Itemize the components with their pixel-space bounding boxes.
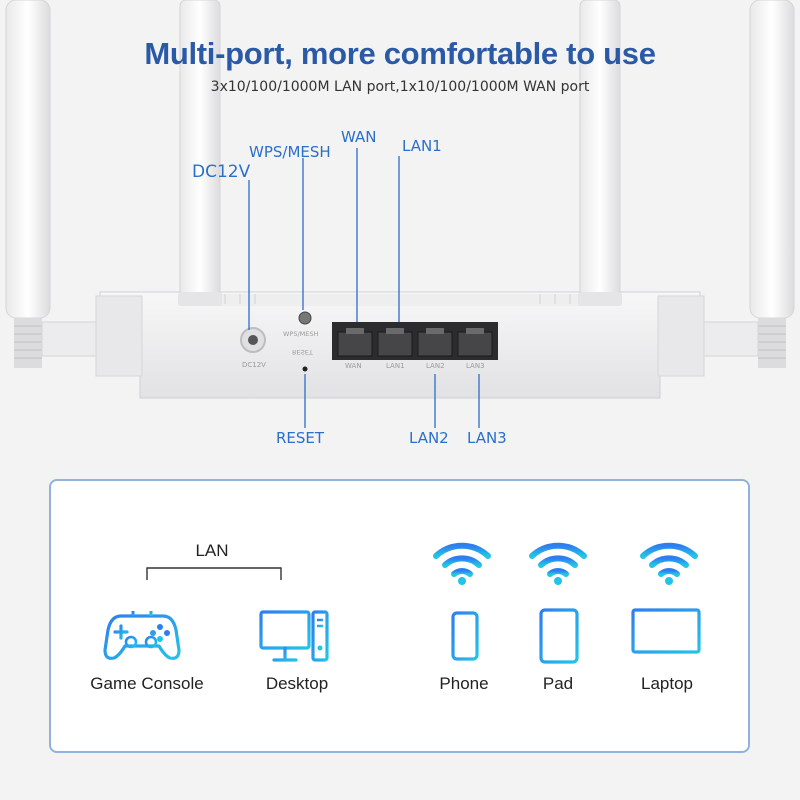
callout-wan: WAN <box>341 128 377 146</box>
desktop-icon <box>259 610 329 662</box>
wired-group-label: LAN <box>195 541 229 560</box>
router-illustration <box>5 0 795 428</box>
page-title: Multi-port, more comfortable to use <box>144 36 656 71</box>
tablet-icon <box>539 608 579 664</box>
phone-icon <box>451 611 479 661</box>
wifi-icon <box>433 542 491 585</box>
laptop-icon <box>623 608 709 660</box>
router-print-wan: WAN <box>345 362 362 370</box>
router-print-lan3: LAN3 <box>466 362 485 370</box>
gamepad-icon <box>103 611 181 660</box>
callout-reset: RESET <box>276 429 325 447</box>
device-label-game-console: Game Console <box>90 674 204 693</box>
device-label-desktop: Desktop <box>265 674 329 693</box>
antenna-right-inner <box>578 0 622 306</box>
router-print-lan1: LAN1 <box>386 362 405 370</box>
wifi-icon <box>529 542 587 585</box>
router-print-reset: RESET <box>292 348 313 356</box>
antenna-left-inner <box>178 0 222 306</box>
callout-wps-mesh: WPS/MESH <box>249 143 331 161</box>
callout-dc12v: DC12V <box>192 162 251 182</box>
router-print-wps: WPS/MESH <box>283 330 319 338</box>
callout-lan2: LAN2 <box>409 429 449 447</box>
callout-lan1: LAN1 <box>402 137 442 155</box>
wifi-icon <box>640 542 698 585</box>
device-label-pad: Pad <box>542 674 574 693</box>
device-label-laptop: Laptop <box>641 674 693 693</box>
callout-lan3: LAN3 <box>467 429 507 447</box>
page-subtitle: 3x10/100/1000M LAN port,1x10/100/1000M W… <box>210 79 590 95</box>
wired-bracket <box>146 567 282 580</box>
device-label-phone: Phone <box>439 674 489 693</box>
router-print-lan2: LAN2 <box>426 362 445 370</box>
antenna-left-outer <box>5 0 101 368</box>
router-print-dc: DC12V <box>242 361 266 369</box>
antenna-right-outer <box>699 0 795 368</box>
